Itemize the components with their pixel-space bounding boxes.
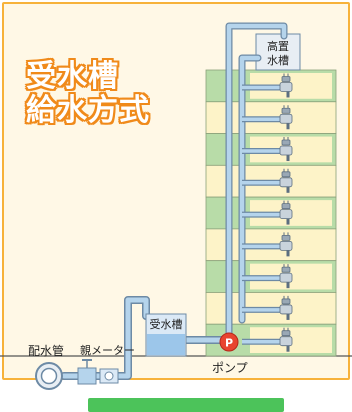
faucet-icon <box>279 200 293 225</box>
faucet-icon <box>279 73 293 98</box>
faucet-icon <box>279 137 293 162</box>
faucet-icon <box>279 232 293 257</box>
pump-symbol: P <box>219 332 239 352</box>
riser-pipes <box>225 22 288 344</box>
meter-assembly <box>77 359 119 385</box>
pump-label: ポンプ <box>212 361 248 375</box>
distribution-pipe-label: 配水管 <box>28 344 65 358</box>
pump-symbol-label: P <box>225 337 233 350</box>
high-tank-label-line-2: 水槽 <box>267 54 289 67</box>
faucet-icon <box>279 105 293 130</box>
high-tank-label: 高置 水槽 <box>256 40 300 68</box>
receiving-tank <box>145 313 187 357</box>
faucet-icon <box>279 264 293 289</box>
distribution-pipe-symbol <box>35 362 63 390</box>
title-line-2: 給水方式 <box>26 93 150 128</box>
branch-pipes <box>242 73 293 352</box>
page-title: 受水槽 給水方式 <box>26 60 196 128</box>
faucet-icon <box>279 168 293 193</box>
parent-meter-label: 親メーター <box>80 344 135 357</box>
receiving-tank-label: 受水槽 <box>149 318 183 331</box>
high-tank <box>255 33 301 71</box>
title-line-1: 受水槽 <box>26 59 119 94</box>
faucet-icon <box>279 295 293 320</box>
green-bar <box>88 398 284 412</box>
faucet-icon <box>279 327 293 352</box>
high-tank-label-line-1: 高置 <box>267 40 289 53</box>
